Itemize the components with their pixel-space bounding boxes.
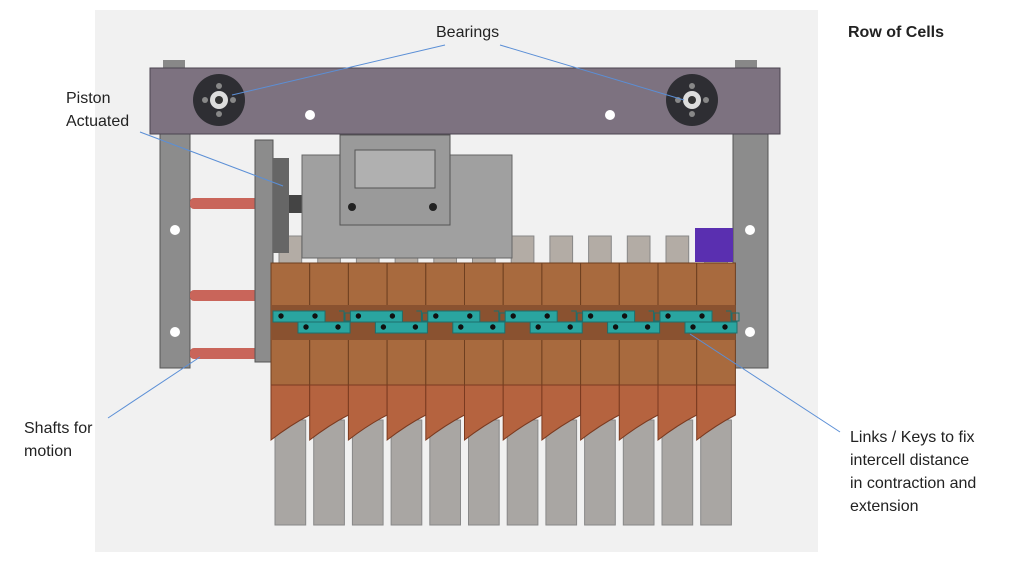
label-shafts: Shafts for motion: [24, 420, 93, 460]
label-piston-actuated: Piston Actuated: [66, 90, 130, 130]
pin: [433, 313, 439, 319]
purple-stop-block: [695, 228, 733, 262]
cell-cylinders: [274, 419, 732, 526]
diagram-title: Row of Cells: [848, 24, 945, 41]
bearing-left: [193, 74, 245, 126]
pin: [587, 313, 594, 319]
pin: [612, 324, 619, 330]
pin: [303, 324, 309, 330]
pin: [335, 324, 341, 330]
shafts: [190, 198, 258, 359]
pin: [467, 313, 473, 319]
link-key-lower: [607, 321, 661, 334]
piston-mount: [273, 158, 289, 253]
pin: [665, 313, 671, 319]
cell-cap: [626, 235, 651, 265]
pin: [567, 324, 573, 330]
piston-plate: [254, 139, 274, 363]
hole: [745, 225, 755, 235]
pin: [644, 324, 651, 330]
label-links-keys: Links / Keys to fix intercell distance i…: [850, 429, 977, 515]
pin: [380, 324, 387, 330]
cell-cylinder: [700, 419, 732, 526]
pin: [510, 313, 516, 319]
pin: [690, 324, 696, 330]
pin: [412, 324, 419, 330]
link-key-lower: [297, 321, 351, 334]
hole: [170, 327, 180, 337]
bearing-right: [666, 74, 718, 126]
cell-cap: [588, 235, 612, 265]
hole: [745, 327, 755, 337]
cell-cylinder: [661, 419, 694, 526]
link-key-lower: [452, 321, 506, 334]
cell-cylinder: [313, 419, 345, 526]
pin: [699, 313, 705, 319]
pin: [389, 313, 396, 319]
link-key-lower: [684, 321, 738, 334]
hole: [305, 110, 315, 120]
cell-cylinder: [545, 419, 578, 526]
pin: [312, 313, 318, 319]
cell-cap: [549, 235, 574, 265]
cell-cylinder: [506, 419, 539, 526]
cell-cylinder: [429, 419, 461, 526]
cell-cap: [665, 235, 690, 265]
cell-lower-band: [696, 384, 736, 442]
cell-cylinder: [468, 419, 500, 526]
cell-cylinder: [351, 419, 384, 526]
piston-rod: [289, 195, 303, 213]
cell-cylinder: [390, 419, 423, 526]
link-chain: [272, 310, 740, 334]
bracket-window: [354, 149, 436, 189]
bolt: [163, 60, 185, 70]
link-key-lower: [374, 321, 428, 334]
leader-lines: [107, 44, 841, 433]
hole: [605, 110, 615, 120]
pin: [278, 313, 284, 319]
pin: [490, 324, 496, 330]
pin: [544, 313, 550, 319]
cell-cap: [510, 235, 535, 265]
pin: [621, 313, 628, 319]
hole: [170, 225, 180, 235]
pin: [355, 313, 362, 319]
pin: [535, 324, 541, 330]
cell-cylinder: [274, 419, 307, 526]
label-bearings: Bearings: [436, 24, 500, 41]
link-key-lower: [529, 321, 583, 334]
cell-cylinder: [622, 419, 655, 526]
pin: [458, 324, 464, 330]
bolt: [735, 60, 757, 70]
pin: [722, 324, 728, 330]
cell-block: [270, 262, 736, 442]
cell-cylinder: [584, 419, 616, 526]
